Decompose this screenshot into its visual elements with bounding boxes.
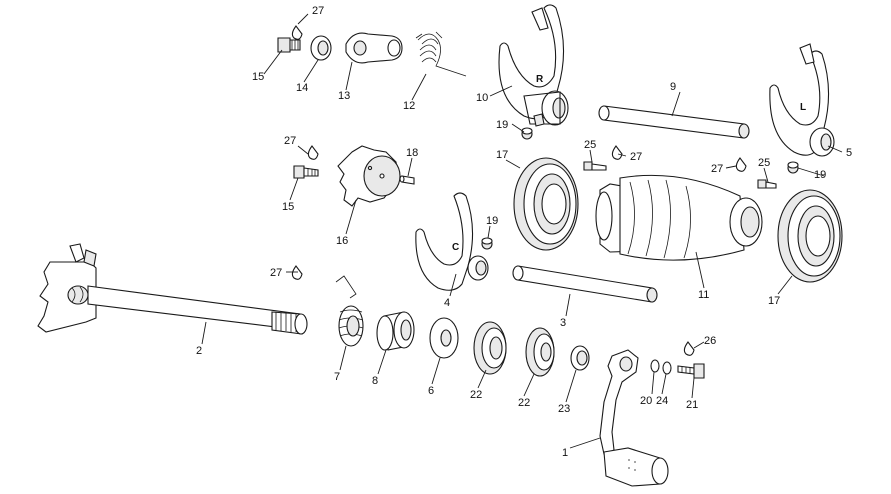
part-20-washer — [650, 359, 660, 373]
callout-23: 23 — [558, 403, 570, 415]
callout-15b: 15 — [282, 201, 294, 213]
callout-26: 26 — [704, 335, 716, 347]
part-2-shift-shaft — [37, 243, 308, 335]
part-22-bearing-a — [473, 321, 507, 375]
part-5-shift-fork-l — [769, 43, 835, 157]
part-18-pin — [399, 175, 415, 185]
callout-25b: 25 — [758, 157, 770, 169]
callout-6: 6 — [428, 385, 434, 397]
callout-27a: 27 — [312, 5, 324, 17]
callout-18: 18 — [406, 147, 418, 159]
callout-4: 4 — [444, 297, 450, 309]
callout-11: 11 — [698, 289, 709, 301]
part-12-spring — [415, 31, 467, 77]
callout-3: 3 — [560, 317, 566, 329]
part-17-bearing-left — [513, 157, 579, 251]
callout-19b: 19 — [486, 215, 498, 227]
part-19-pin-c — [787, 161, 799, 174]
callout-14: 14 — [296, 82, 308, 94]
part-23-seal — [570, 345, 590, 371]
callout-27b: 27 — [284, 135, 296, 147]
part-9-fork-rod-upper — [598, 105, 750, 139]
fork-mark-l: L — [800, 102, 806, 113]
part-11-shift-drum — [595, 174, 763, 261]
part-4-shift-fork-c — [415, 192, 489, 291]
part-13-stopper-arm — [345, 32, 403, 64]
part-15-bolt-mid — [293, 165, 319, 179]
callout-24: 24 — [656, 395, 668, 407]
callout-19a: 19 — [496, 119, 508, 131]
callout-12: 12 — [403, 100, 415, 112]
part-22-bearing-b — [525, 327, 555, 377]
fork-mark-r: R — [536, 74, 544, 85]
callout-labels: 27 15 14 13 12 10 19 9 5 19 25 27 25 27 … — [196, 5, 852, 459]
callout-21: 21 — [686, 399, 698, 411]
leader-lines — [201, 13, 843, 449]
part-7-return-spring — [335, 275, 364, 347]
callout-27d: 27 — [711, 163, 723, 175]
part-14-spacer — [310, 35, 332, 61]
callout-19c: 19 — [814, 169, 826, 181]
callout-7: 7 — [334, 371, 340, 383]
part-8-bushing — [376, 311, 415, 351]
callout-5: 5 — [846, 147, 852, 159]
callout-15a: 15 — [252, 71, 264, 83]
part-27-sealant-drops — [291, 25, 747, 356]
callout-27c: 27 — [630, 151, 642, 163]
part-21-bolt — [677, 363, 705, 379]
callout-22a: 22 — [470, 389, 482, 401]
part-17-bearing-right — [777, 189, 843, 283]
callout-17a: 17 — [496, 149, 508, 161]
callout-27e: 27 — [270, 267, 282, 279]
part-1-gear-lever — [599, 349, 669, 487]
callout-25a: 25 — [584, 139, 596, 151]
callout-22b: 22 — [518, 397, 530, 409]
callout-9: 9 — [670, 81, 676, 93]
part-25-bolts — [583, 161, 777, 189]
part-16-star-cam — [337, 145, 401, 207]
callout-17b: 17 — [768, 295, 780, 307]
callout-16: 16 — [336, 235, 348, 247]
part-19-pin-b — [481, 237, 493, 250]
part-19-pin-a — [521, 127, 533, 140]
part-24-washer — [662, 361, 672, 375]
part-6-washer — [429, 317, 459, 359]
callout-10: 10 — [476, 92, 488, 104]
callout-8: 8 — [372, 375, 378, 387]
part-15-bolt-top — [277, 37, 301, 53]
callout-1: 1 — [562, 447, 568, 459]
part-10-shift-fork-r — [498, 4, 569, 127]
part-3-fork-rod-lower — [512, 265, 658, 303]
fork-mark-c: C — [452, 242, 459, 253]
callout-20: 20 — [640, 395, 652, 407]
callout-2: 2 — [196, 345, 202, 357]
callout-13: 13 — [338, 90, 350, 102]
